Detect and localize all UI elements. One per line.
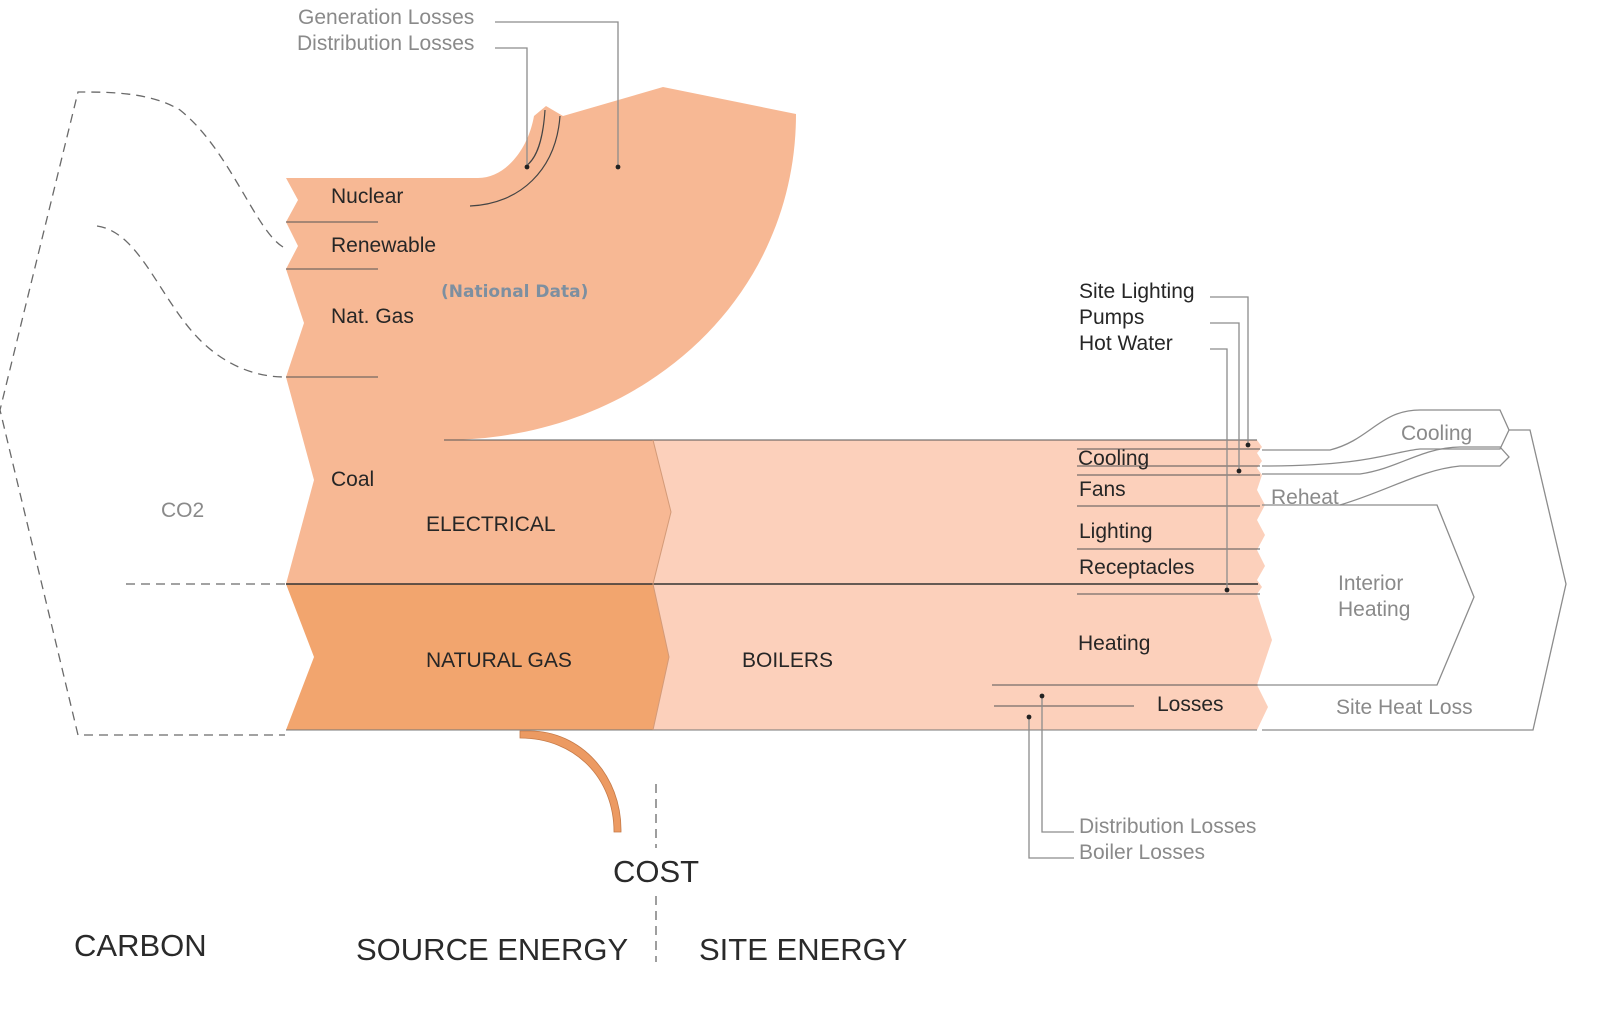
- interior-heating-label-line1: Interior: [1338, 572, 1403, 595]
- site-energy-label: SITE ENERGY: [699, 932, 907, 967]
- natural-gas-label: NATURAL GAS: [426, 649, 572, 672]
- co2-label: CO2: [161, 499, 204, 522]
- co2-envelope: [0, 91, 285, 736]
- co2-inner-curve: [96, 225, 286, 378]
- cooling-output-flow: [1261, 409, 1510, 467]
- source-energy-label: SOURCE ENERGY: [356, 932, 628, 967]
- electrical-source-region: [286, 87, 796, 584]
- boiler-losses-label: Boiler Losses: [1079, 841, 1205, 864]
- renewable-label: Renewable: [331, 234, 436, 257]
- coal-label: Coal: [331, 468, 374, 491]
- site-energy-region: [653, 440, 1272, 730]
- cost-label: COST: [613, 854, 699, 889]
- site-lighting-label: Site Lighting: [1079, 280, 1195, 303]
- receptacles-label: Receptacles: [1079, 556, 1195, 579]
- hot-water-label: Hot Water: [1079, 332, 1173, 355]
- nuclear-label: Nuclear: [331, 185, 403, 208]
- distribution-losses-bottom-label: Distribution Losses: [1079, 815, 1256, 838]
- heating-output-flow: [1258, 504, 1475, 686]
- site-heat-loss-label: Site Heat Loss: [1336, 696, 1473, 719]
- generation-loss-curve: [469, 115, 561, 207]
- fans-label: Fans: [1079, 478, 1126, 501]
- lighting-label: Lighting: [1079, 520, 1153, 543]
- heating-label: Heating: [1078, 632, 1150, 655]
- national-data-label: (National Data): [441, 282, 588, 302]
- carbon-label: CARBON: [74, 928, 207, 963]
- natural-gas-source-region: [286, 584, 669, 730]
- cooling-output-label: Cooling: [1401, 422, 1472, 445]
- nat-gas-label: Nat. Gas: [331, 305, 414, 328]
- losses-label: Losses: [1157, 693, 1224, 716]
- cooling-end-use-label: Cooling: [1078, 447, 1149, 470]
- site-heat-loss-output-flow: [1262, 429, 1567, 731]
- boilers-label: BOILERS: [742, 649, 833, 672]
- pumps-label: Pumps: [1079, 306, 1144, 329]
- reheat-output-flow: [1262, 446, 1510, 506]
- generation-losses-label: Generation Losses: [298, 6, 474, 29]
- electrical-label: ELECTRICAL: [426, 513, 556, 536]
- boiler-loss-arc: [519, 730, 622, 833]
- reheat-output-label: Reheat: [1271, 486, 1339, 509]
- interior-heating-label-line2: Heating: [1338, 598, 1410, 621]
- distribution-losses-top-label: Distribution Losses: [297, 32, 474, 55]
